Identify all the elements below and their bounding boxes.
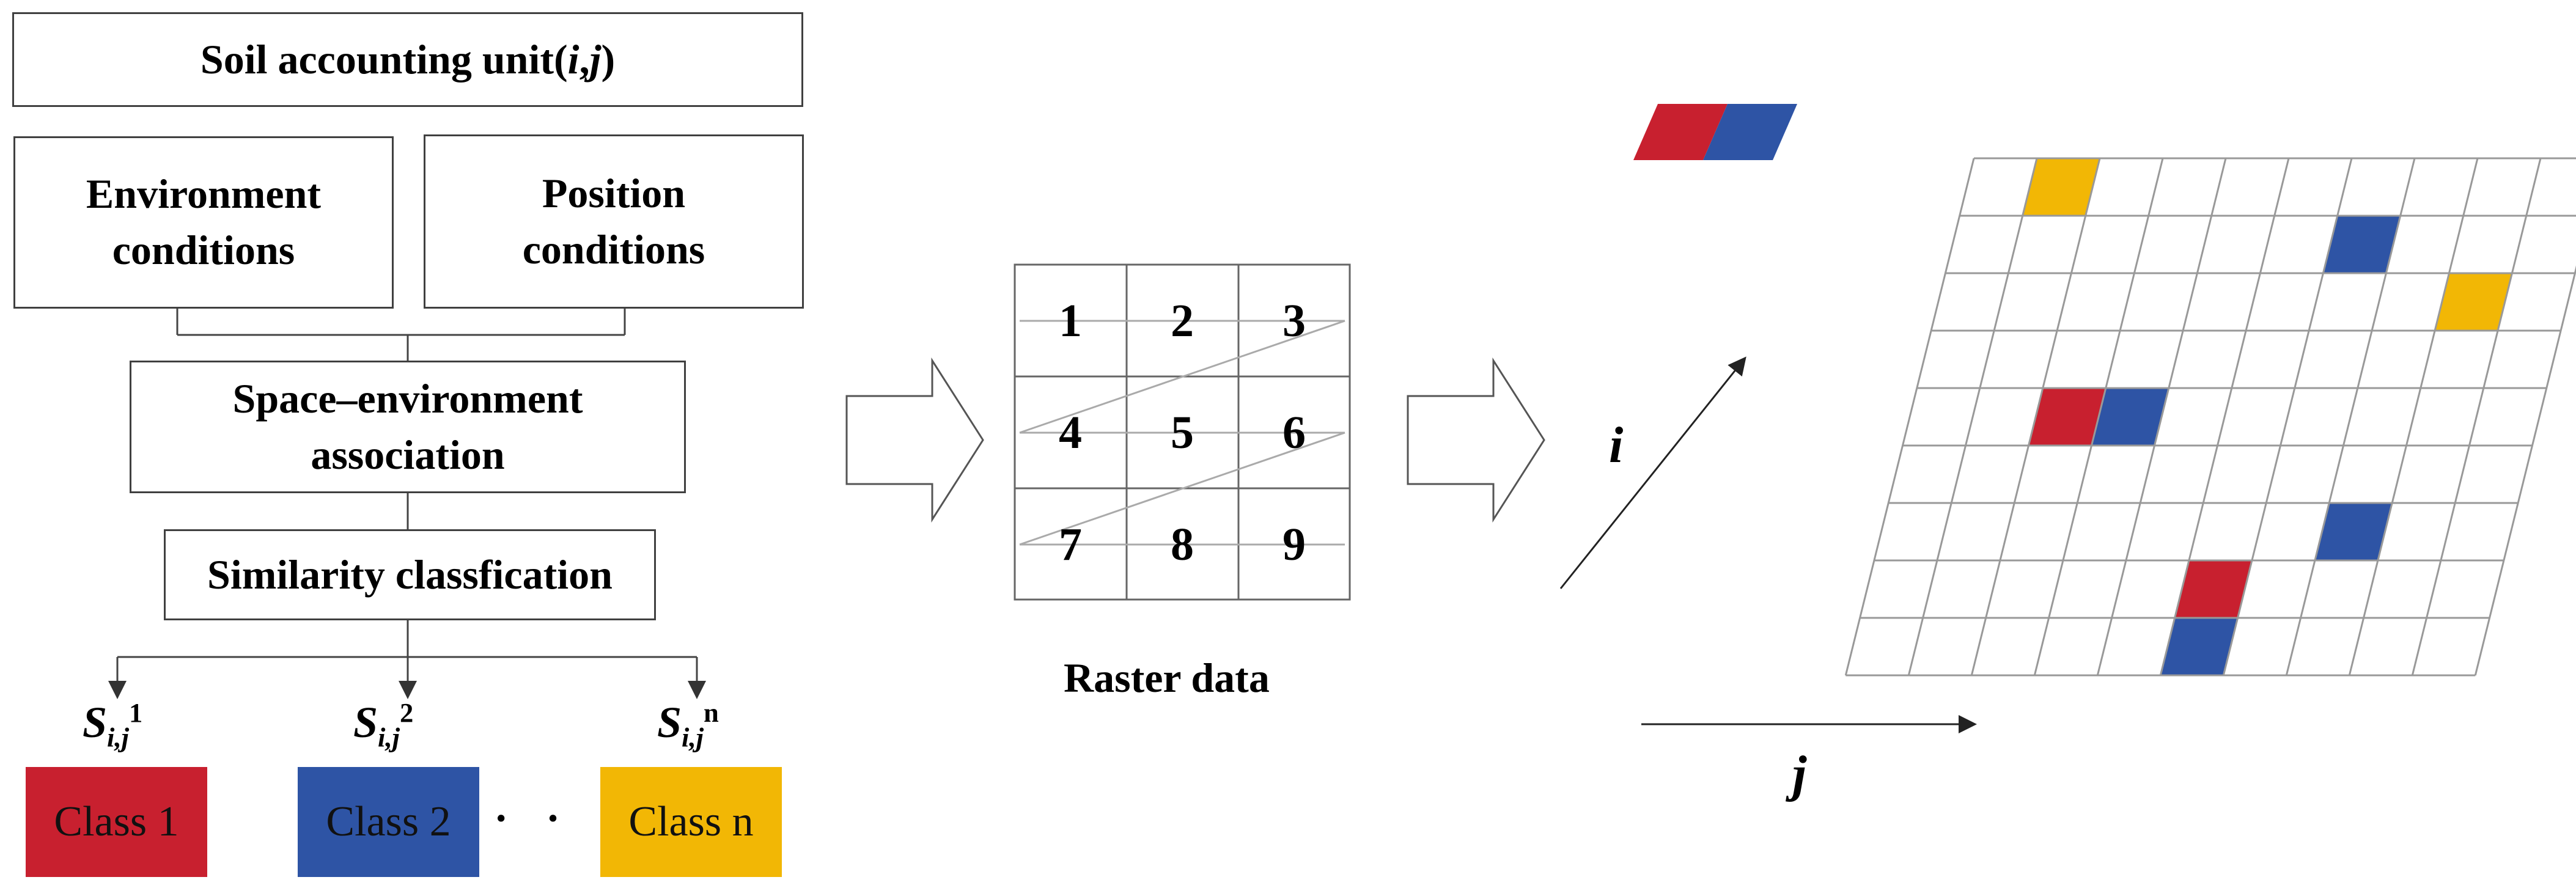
- grid-col-line: [2348, 158, 2479, 676]
- raster-cell-8: 8: [1171, 519, 1194, 570]
- axis-label-i: i: [1609, 417, 1624, 474]
- axis-label-j: j: [1792, 746, 1807, 802]
- flow-arrow-1: [845, 357, 984, 523]
- grid-cell-red: [2174, 560, 2252, 618]
- ellipsis: · · ·: [494, 795, 626, 842]
- raster-cell-6: 6: [1282, 407, 1306, 458]
- space-environment-association-box: Space–environment association: [130, 361, 686, 493]
- grid-cell-yellow: [2435, 273, 2512, 331]
- class-n-box: Class n: [600, 767, 782, 877]
- set-label-2: Si,j2: [353, 697, 414, 753]
- soil-accounting-unit-box: Soil accounting unit(i,j): [12, 12, 803, 107]
- grid-col-line: [1844, 158, 1975, 676]
- grid-col-line: [2222, 158, 2353, 676]
- environment-conditions-box: Environment conditions: [13, 136, 394, 309]
- space-environment-association-label: Space–environment association: [232, 375, 583, 478]
- grid-col-line: [2285, 158, 2416, 676]
- grid-col-line: [2411, 158, 2542, 676]
- grid-col-line: [2474, 265, 2576, 676]
- grid-cell-yellow: [2022, 158, 2100, 216]
- raster-cell-1: 1: [1059, 295, 1082, 347]
- grid-col-line: [2159, 158, 2290, 676]
- set-label-n: Si,jn: [657, 697, 719, 753]
- similarity-classification-label: Similarity classfication: [207, 551, 613, 598]
- class-1-label: Class 1: [54, 798, 179, 845]
- grid-col-line: [2033, 158, 2164, 676]
- soil-accounting-unit-label: Soil accounting unit(i,j): [200, 35, 616, 83]
- legend-blue-cell: [1703, 104, 1797, 160]
- class-2-box: Class 2: [298, 767, 479, 877]
- raster-cell-3: 3: [1282, 295, 1306, 347]
- class-1-box: Class 1: [26, 767, 207, 877]
- position-conditions-box: Position conditions: [424, 134, 804, 309]
- grid-cell-blue: [2160, 618, 2238, 675]
- grid-col-line: [1970, 158, 2101, 676]
- raster-data-caption: Raster data: [1064, 655, 1270, 701]
- class-n-label: Class n: [628, 798, 754, 845]
- legend-red-cell: [1633, 104, 1728, 160]
- grid-col-line: [1907, 158, 2038, 676]
- grid-cell-blue: [2314, 503, 2393, 560]
- axis-arrow-i: [1559, 356, 1746, 589]
- raster-cell-5: 5: [1171, 407, 1194, 458]
- grid-cell-blue: [2091, 388, 2169, 446]
- raster-cell-7: 7: [1059, 519, 1082, 570]
- set-label-1: Si,j1: [83, 697, 143, 753]
- raster-cell-9: 9: [1282, 519, 1306, 570]
- raster-cell-4: 4: [1059, 407, 1082, 458]
- grid-cell-red: [2028, 388, 2106, 446]
- position-conditions-label: Position conditions: [522, 169, 705, 273]
- similarity-classification-box: Similarity classfication: [164, 529, 656, 620]
- grid-col-line: [2096, 158, 2227, 676]
- class-2-label: Class 2: [326, 798, 451, 845]
- environment-conditions-label: Environment conditions: [86, 171, 322, 273]
- grid-cell-blue: [2323, 216, 2401, 273]
- flow-arrow-2: [1407, 357, 1545, 523]
- raster-cell-2: 2: [1171, 295, 1194, 347]
